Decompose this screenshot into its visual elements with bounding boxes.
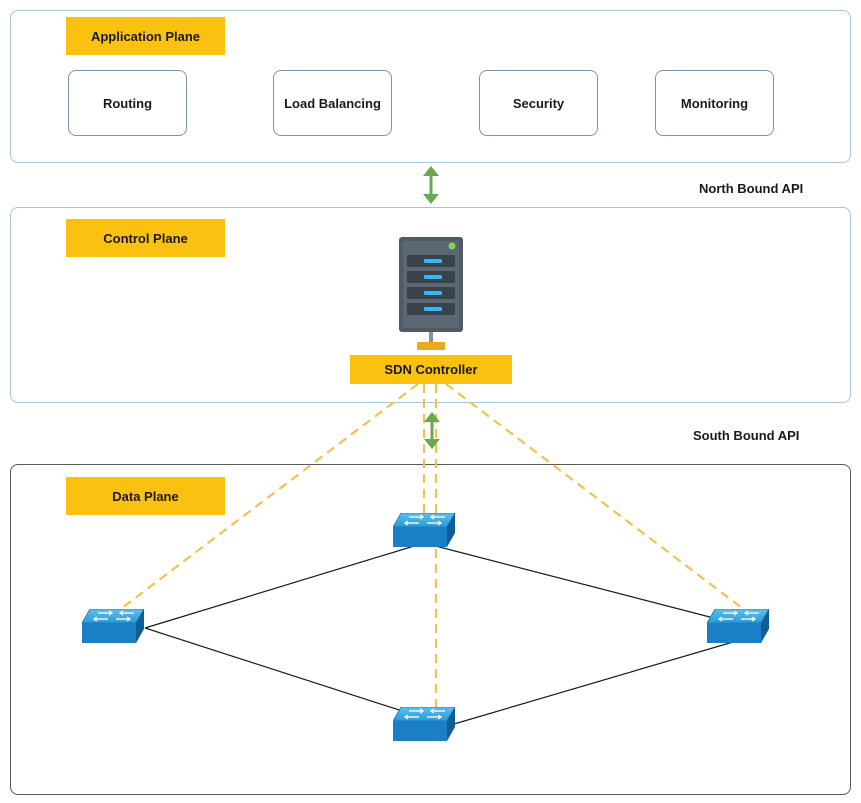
server-icon	[399, 237, 463, 350]
link-top-right	[423, 542, 734, 624]
dashed-link-right	[445, 383, 747, 612]
link-right-bottom	[453, 641, 734, 725]
app-routing: Routing	[68, 70, 187, 136]
switch-right-icon	[707, 609, 769, 643]
controller-links	[117, 383, 747, 710]
control-plane-title: Control Plane	[66, 219, 225, 257]
data-plane-title: Data Plane	[66, 477, 225, 515]
sdn-controller-label: SDN Controller	[350, 355, 512, 384]
link-left-bottom	[144, 627, 425, 719]
switch-top-icon	[393, 513, 455, 547]
south-bound-api-label: South Bound API	[693, 428, 800, 443]
app-load-balancing: Load Balancing	[273, 70, 392, 136]
switch-bottom-icon	[393, 707, 455, 741]
app-monitoring: Monitoring	[655, 70, 774, 136]
link-top-left	[144, 542, 425, 629]
north-bound-arrow	[423, 166, 439, 204]
dashed-link-left	[117, 383, 419, 612]
south-bound-arrow	[424, 412, 440, 449]
north-bound-api-label: North Bound API	[699, 181, 804, 196]
app-security: Security	[479, 70, 598, 136]
switch-left-icon	[82, 609, 144, 643]
application-plane-title: Application Plane	[66, 17, 225, 55]
switch-links	[144, 542, 734, 725]
